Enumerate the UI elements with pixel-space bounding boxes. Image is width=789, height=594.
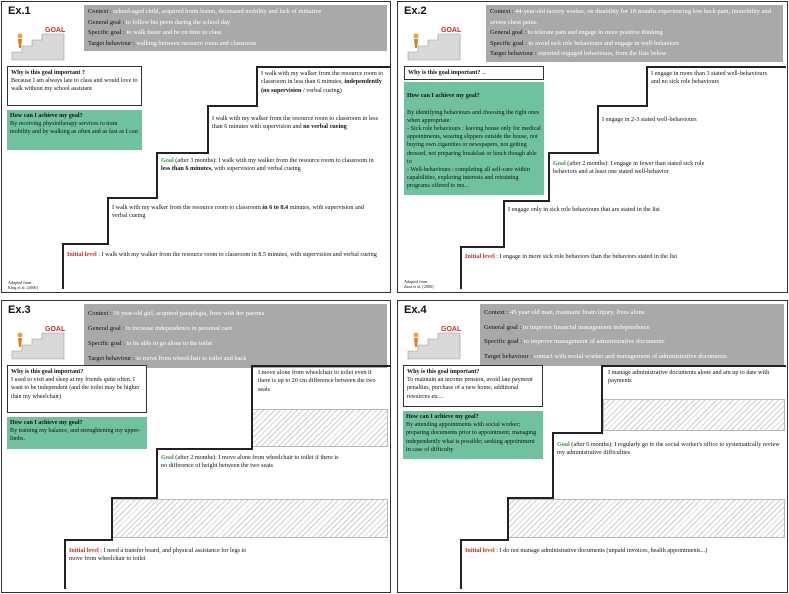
staircase-line: [156, 152, 158, 199]
staircase-line: [552, 432, 554, 499]
staircase-line: [251, 365, 253, 450]
why-goal-box: Why is this goal important ? Because I a…: [7, 66, 142, 106]
staircase-line: [62, 243, 108, 245]
step-top: I engage in more than 3 stated well-beha…: [651, 70, 767, 86]
goal-step: Goal (after 6 months): I regularly go to…: [557, 441, 780, 457]
example-panel-1: Ex.1 GOAL Context : school-aged child, a…: [1, 1, 391, 293]
svg-text:GOAL: GOAL: [45, 27, 66, 34]
panel-title: Ex.3: [8, 304, 31, 316]
goal-stairs-icon: GOAL: [407, 27, 462, 61]
step-below-goal: I engage only in sick role behaviours th…: [508, 206, 660, 213]
why-goal-box: Why is this goal important? ...: [404, 66, 544, 80]
staircase-line: [597, 105, 599, 154]
staircase-line: [548, 152, 598, 154]
goal-context-box: Context : school-aged child, acquired br…: [84, 5, 387, 52]
staircase-line: [64, 539, 112, 541]
staircase-line: [507, 497, 509, 541]
step-top: I walk with my walker from the resource …: [261, 70, 384, 94]
goal-context-box: Context : 45 year old man, traumatic bra…: [480, 304, 784, 366]
initial-level-step: Initial level : I do not manage administ…: [465, 547, 708, 554]
staircase-line: [597, 105, 647, 107]
step-below-goal: I walk with my walker from the resource …: [112, 204, 364, 220]
staircase-line: [256, 66, 258, 107]
hatched-step: [508, 499, 785, 538]
staircase-line: [207, 105, 209, 154]
hatched-step: [112, 499, 388, 538]
staircase-line: [646, 66, 786, 68]
staircase-line: [646, 66, 648, 107]
goal-context-box: Context : 44-year-old factory worker, on…: [486, 5, 783, 62]
example-panel-4: Ex.4 GOAL Context : 45 year old man, tra…: [397, 300, 788, 593]
staircase-line: [62, 243, 64, 289]
svg-text:GOAL: GOAL: [441, 27, 462, 34]
staircase-line: [251, 365, 390, 367]
panel-title: Ex.1: [8, 5, 31, 17]
staircase-line: [64, 539, 66, 589]
staircase-line: [548, 152, 550, 202]
why-goal-box: Why is this goal important? I used to vi…: [7, 365, 147, 413]
svg-text:GOAL: GOAL: [45, 326, 66, 333]
staircase-line: [460, 246, 462, 289]
hatched-step: [252, 409, 388, 447]
step-above-goal: I walk with my walker from the resource …: [212, 115, 378, 131]
panel-title: Ex.2: [404, 5, 427, 17]
hatched-step: [603, 399, 785, 431]
staircase-line: [156, 448, 158, 499]
how-achieve-box: How can I achieve my goal? By identifyin…: [404, 82, 544, 195]
example-panel-2: Ex.2 GOAL Context : 44-year-old factory …: [397, 1, 788, 293]
how-achieve-box: How can I achieve my goal? By attending …: [403, 411, 543, 459]
staircase-line: [601, 365, 786, 367]
svg-text:GOAL: GOAL: [441, 326, 462, 333]
goal-stairs-icon: GOAL: [407, 326, 462, 360]
staircase-line: [256, 66, 390, 68]
step-top: I manage administrative documents alone …: [608, 369, 770, 385]
initial-level-step: Initial level : I need a transfer board,…: [69, 547, 247, 563]
staircase-line: [460, 539, 508, 541]
staircase-line: [107, 197, 109, 245]
staircase-line: [503, 200, 505, 248]
step-above-goal: I engage in 2-3 stated well-behaviours: [602, 116, 697, 123]
goal-context-box: Context : 16 year-old girl, acquired par…: [84, 304, 387, 368]
how-achieve-box: How can I achieve my goal? By receiving …: [7, 110, 142, 150]
initial-level-step: Initial level : I engage in more sick ro…: [465, 253, 678, 260]
initial-level-step: Initial level : I walk with my walker fr…: [67, 251, 377, 258]
staircase-line: [552, 432, 602, 434]
staircase-line: [111, 497, 157, 499]
goal-stairs-icon: GOAL: [11, 326, 66, 360]
staircase-line: [507, 497, 553, 499]
staircase-line: [156, 152, 208, 154]
example-panel-3: Ex.3 GOAL Context : 16 year-old girl, ac…: [1, 300, 391, 593]
staircase-line: [111, 497, 113, 541]
goal-step: Goal (after 2 months): I engage in fewer…: [553, 160, 705, 176]
goal-step: Goal (after 2 months): I move alone from…: [161, 454, 339, 470]
why-goal-box: Why is this goal important? To maintain …: [403, 365, 543, 407]
staircase-line: [503, 200, 549, 202]
panel-title: Ex.4: [404, 304, 427, 316]
how-achieve-box: How can I achieve my goal? By training m…: [7, 417, 147, 449]
goal-stairs-icon: GOAL: [11, 27, 66, 61]
staircase-line: [207, 105, 257, 107]
staircase-line: [601, 365, 603, 434]
staircase-line: [107, 197, 157, 199]
staircase-line: [460, 539, 462, 589]
step-top: I move alone from wheelchair to toilet e…: [258, 369, 376, 393]
staircase-line: [156, 448, 252, 450]
staircase-line: [460, 246, 504, 248]
goal-step: Goal (after 3 months): I walk with my wa…: [161, 157, 374, 173]
